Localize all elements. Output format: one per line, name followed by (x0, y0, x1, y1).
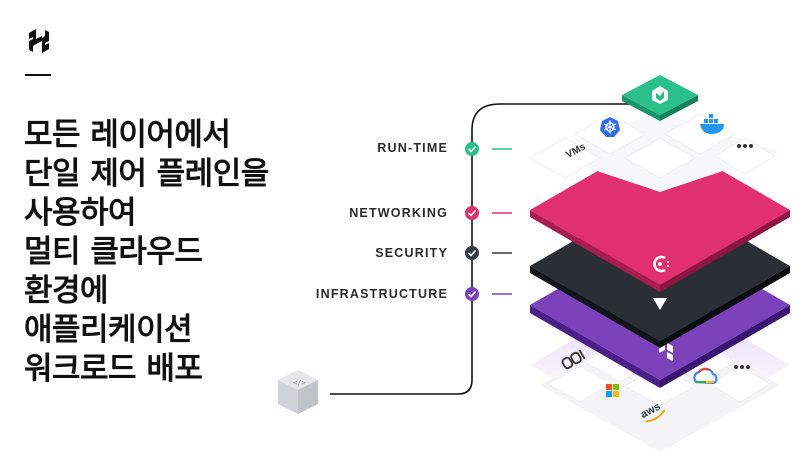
oci-icon (561, 349, 586, 370)
more-dots-icon (734, 365, 750, 369)
headline: 모든 레이어에서 단일 제어 플레인을 사용하여 멀티 클라우드 환경에 애플리… (24, 116, 269, 389)
networking-layer (530, 135, 790, 292)
runtime-platform (528, 112, 780, 192)
microsoft-icon (606, 384, 619, 397)
check-icon (465, 206, 479, 220)
kubernetes-icon (600, 117, 620, 137)
more-dots-icon (737, 144, 753, 148)
headline-line: 애플리케이션 (24, 312, 193, 348)
headline-line: 사용하여 (24, 195, 137, 231)
headline-line: 워크로드 배포 (24, 351, 203, 387)
consul-icon (653, 255, 669, 273)
gcp-icon (693, 367, 718, 385)
title-divider (25, 74, 51, 76)
headline-line: 모든 레이어에서 (24, 117, 231, 153)
layer-label-runtime: RUN-TIME (377, 141, 448, 155)
package-icon: </> (278, 370, 318, 414)
docker-icon (700, 114, 724, 134)
nomad-icon (652, 86, 668, 104)
vault-icon (653, 298, 667, 310)
layer-label-security: SECURITY (375, 246, 448, 260)
layer-label-networking: NETWORKING (349, 206, 448, 220)
svg-text:</>: </> (293, 379, 306, 387)
check-icon (465, 246, 479, 260)
layer-label-infrastructure: INFRASTRUCTURE (315, 287, 448, 301)
headline-line: 멀티 클라우드 (24, 234, 203, 270)
hashicorp-logo-icon (29, 29, 49, 53)
headline-line: 단일 제어 플레인을 (24, 156, 269, 192)
check-icon (465, 287, 479, 301)
check-icon (465, 142, 479, 156)
headline-line: 환경에 (24, 273, 109, 309)
